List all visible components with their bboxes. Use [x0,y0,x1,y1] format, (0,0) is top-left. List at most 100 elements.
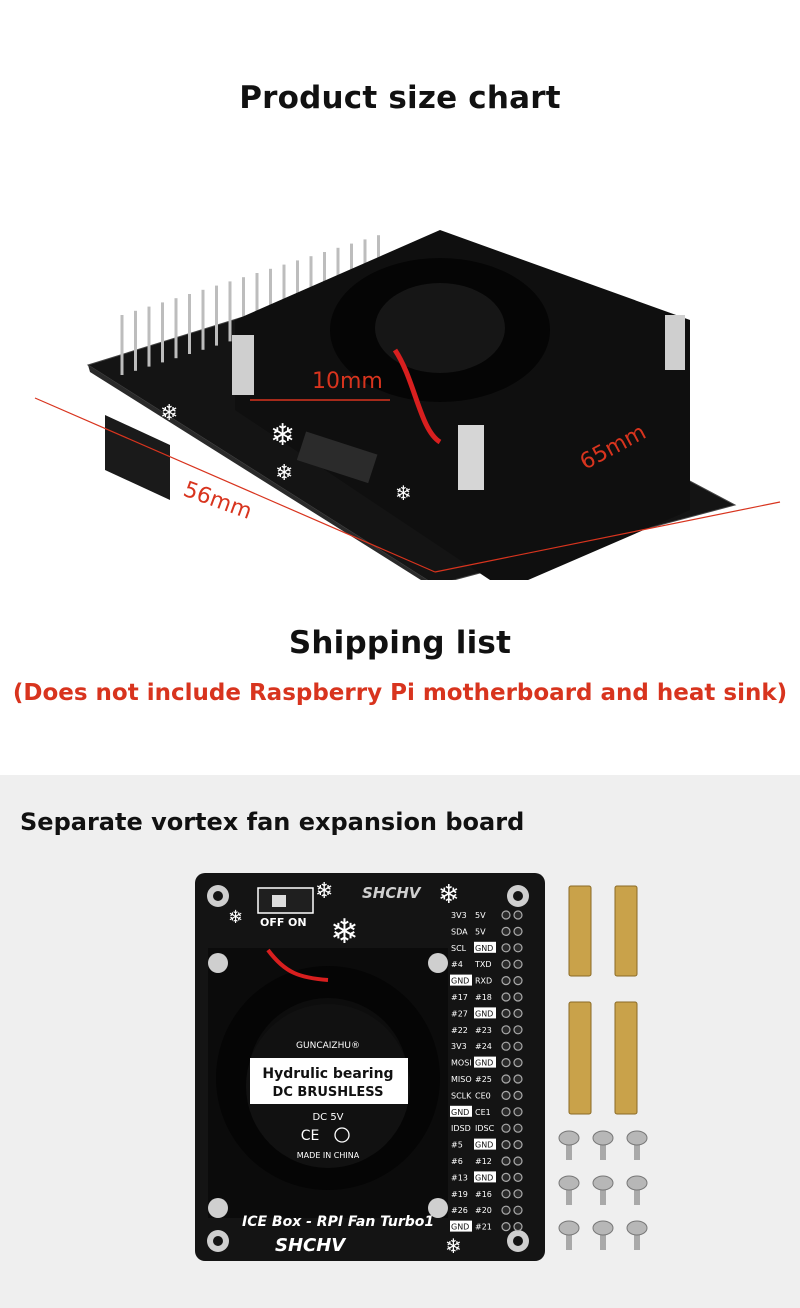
header-pin [513,1156,523,1166]
header-pin [513,959,523,969]
gnd-badge [450,1220,472,1232]
pin-label-right: GND [475,1141,493,1150]
pin-label-left: #27 [451,1009,468,1018]
snowflake-icon: ❄ [315,879,333,904]
header-pin [501,1222,511,1232]
accessories-photo [558,885,648,1250]
header-pin [513,1041,523,1051]
pin-label-right: #18 [475,993,492,1002]
header-pin [501,1058,511,1068]
shipping-note: (Does not include Raspberry Pi motherboa… [12,680,788,706]
pin-label-right: #24 [475,1042,492,1051]
pin-label-left: SDA [451,927,468,936]
snowflake-icon: ❄ [438,880,460,910]
header-pin [513,1074,523,1084]
pin-label-left: #22 [451,1026,468,1035]
pin-label-left: GND [451,1108,469,1117]
header-pin [501,1025,511,1035]
pin-label-left: IDSD [451,1124,471,1133]
pin-label-right: #25 [475,1075,492,1084]
brand-logo: SHCHV [362,884,422,902]
gnd-badge [474,1056,496,1068]
pin-label-right: TXD [474,960,492,969]
screw [626,1220,648,1250]
shipping-list-title: Shipping list [288,625,512,661]
snowflake-icon: ❄ [445,1234,462,1258]
pin-label-left: 3V3 [451,911,467,920]
header-pin [501,1074,511,1084]
fan-voltage: DC 5V [312,1112,343,1123]
pin-label-left: #13 [451,1173,468,1182]
pin-label-right: #12 [475,1157,492,1166]
pin-label-left: GND [451,977,469,986]
fan-origin: MADE IN CHINA [297,1151,360,1160]
size-chart-title: Product size chart [239,80,561,116]
header-pin [513,1172,523,1182]
no-dispose-icon [334,1127,350,1143]
pin-label-left: SCL [451,944,467,953]
header-pin [513,1008,523,1018]
header-pin [513,1205,523,1215]
pin-label-left: #17 [451,993,468,1002]
screw [626,1130,648,1160]
pin-label-left: #5 [451,1141,463,1150]
snowflake-icon: ❄ [395,481,412,505]
header-pin [513,926,523,937]
pin-label-left: GND [451,1223,469,1232]
height-dimension-label: 10mm [312,369,383,394]
brand-bottom-logo: SHCHV [275,1235,347,1256]
header-pin [513,943,523,953]
pin-label-left: #19 [451,1190,468,1199]
header-pin [513,1140,523,1150]
header-pin [513,910,523,920]
header-pin [501,943,511,953]
header-pin [513,1107,523,1117]
brass-standoff [614,1001,638,1115]
pin-label-left: #4 [451,960,463,969]
header-pin [501,926,511,937]
pin-label-left: 3V3 [451,1042,467,1051]
gnd-badge [450,974,472,986]
fan-maker: GUNCAIZHU® [296,1041,360,1051]
pin-label-right: 5V [475,911,486,920]
gpio-labels: 3V3SDASCL#4GND#17#27#223V3MOSIMISOSCLKGN… [450,911,496,1232]
pin-label-right: 5V [475,927,486,936]
header-pin [501,992,511,1002]
header-pin [501,1156,511,1166]
gnd-badge [474,1007,496,1019]
gnd-badge [474,1138,496,1150]
brass-standoff [614,885,638,977]
pin-label-right: IDSC [475,1124,495,1133]
pin-label-right: RXD [475,977,492,986]
switch-off-label: OFF [260,916,284,929]
header-pin [513,1058,523,1068]
screw-set [558,1130,648,1250]
fan-board-photo: OFF ON SHCHV ❄ ❄ ❄ ❄ ❄ GUNCAIZHU® Hydrul… [195,873,545,1261]
header-pin [513,1090,523,1100]
pin-label-right: CE0 [475,1091,491,1100]
header-pin [501,1041,511,1051]
header-pin [501,1140,511,1150]
snowflake-icon: ❄ [275,461,293,486]
screw [592,1175,614,1205]
gnd-badge [450,1105,472,1117]
screw [592,1220,614,1250]
header-pin [501,975,511,986]
brass-standoff [568,1001,592,1115]
snowflake-icon: ❄ [270,418,295,453]
header-pin [513,1025,523,1035]
pin-label-right: #23 [475,1026,492,1035]
header-pin [501,1090,511,1100]
model-label: ICE Box - RPI Fan Turbo1 [242,1214,434,1230]
screw [626,1175,648,1205]
brass-standoff [568,885,592,977]
pin-label-right: GND [475,1173,493,1182]
snowflake-icon: ❄ [160,401,178,426]
header-pin [501,959,511,969]
screw [558,1220,580,1250]
fan-line1: Hydrulic bearing [262,1066,393,1082]
header-pin [513,992,523,1002]
screw [558,1130,580,1160]
gpio-header [501,910,523,1232]
ce-mark: CE [301,1128,320,1144]
